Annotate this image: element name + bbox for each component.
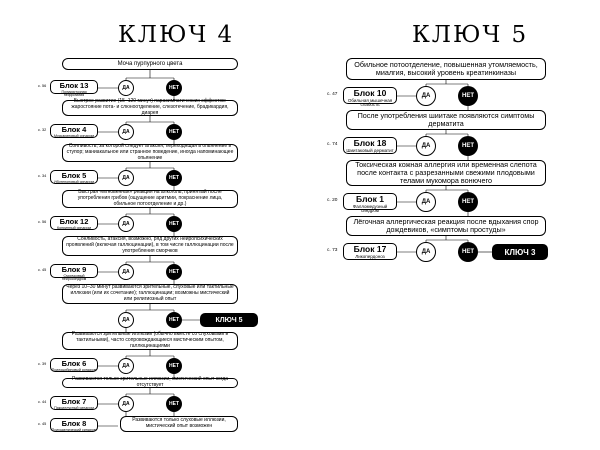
yes-node[interactable]: ДА [118, 264, 134, 280]
step-parasympathetic: Быстрое развитие (15–120 минут) парасимп… [62, 99, 238, 116]
yes-node[interactable]: ДА [118, 80, 134, 96]
block-subtitle: Поликистозная нефропатия [61, 89, 87, 98]
block-title: Блок 5 [61, 171, 87, 180]
step-shiitake-dermatitis: После употребления шиитаке появляются си… [346, 110, 546, 130]
block-subtitle: Ликопердоноз [355, 253, 385, 259]
no-node[interactable]: НЕТ [166, 80, 182, 96]
block-subtitle: Мускариновый синдром [53, 133, 95, 138]
page-ref: с. 74 [327, 142, 338, 147]
no-node[interactable]: НЕТ [166, 312, 182, 328]
no-node[interactable]: НЕТ [166, 124, 182, 140]
block-subtitle: Иботеноновый синдром [54, 179, 94, 184]
no-node[interactable]: НЕТ [166, 396, 182, 412]
page-ref: с. 56 [38, 220, 47, 224]
block-subtitle: Паксиллусный синдром [54, 405, 94, 410]
goto-key-3-button[interactable]: КЛЮЧ 3 [492, 244, 548, 260]
no-node[interactable]: НЕТ [166, 170, 182, 186]
page-ref: с. 56 [38, 84, 47, 88]
block-subtitle: Сморчковый нейросиндром [61, 273, 87, 282]
yes-node[interactable]: ДА [118, 396, 134, 412]
block-subtitle: Психоделический синдром [51, 427, 97, 432]
yes-node[interactable]: ДА [416, 242, 436, 262]
page-ref: с. 20 [327, 198, 338, 203]
yes-node[interactable]: ДА [118, 170, 134, 186]
yes-node[interactable]: ДА [118, 216, 134, 232]
key-5-heading: КЛЮЧ 5 [412, 22, 529, 48]
block-subtitle: Шиитаковый дерматит [346, 147, 394, 153]
page-ref: с. 45 [38, 422, 47, 426]
page-ref: с. 39 [38, 362, 47, 366]
block-title: Блок 8 [61, 419, 87, 428]
block-title: Блок 9 [61, 265, 87, 274]
block-title: Блок 13 [59, 81, 89, 90]
step-purple-urine: Моча пурпурного цвета [62, 58, 238, 70]
no-node[interactable]: НЕТ [458, 242, 478, 262]
yes-node[interactable]: ДА [416, 86, 436, 106]
block-title: Блок 1 [356, 194, 384, 204]
yes-node[interactable]: ДА [416, 136, 436, 156]
no-node[interactable]: НЕТ [458, 86, 478, 106]
block-subtitle: Обильная мышечная слабость [347, 97, 393, 107]
step-toxic-allergy: Токсическая кожная аллергия или временна… [346, 160, 546, 186]
yes-node[interactable]: ДА [118, 358, 134, 374]
page-ref: с. 73 [327, 248, 338, 253]
block-title: Блок 4 [61, 125, 87, 134]
block-title: Блок 12 [59, 217, 89, 226]
step-only-auditory: Развиваются только слуховые иллюзии, мис… [120, 416, 238, 432]
yes-node[interactable]: ДА [118, 124, 134, 140]
page-ref: с. 34 [38, 174, 47, 178]
page-ref: с. 44 [38, 400, 47, 404]
block-title: Блок 6 [61, 359, 87, 368]
no-node[interactable]: НЕТ [166, 216, 182, 232]
no-node[interactable]: НЕТ [458, 136, 478, 156]
block-subtitle: Псилоцибиновый синдром [51, 367, 97, 372]
yes-node[interactable]: ДА [118, 312, 134, 328]
block-title: Блок 17 [353, 244, 387, 254]
block-subtitle: Копринный синдром [57, 225, 91, 230]
no-node[interactable]: НЕТ [166, 358, 182, 374]
step-sweating-myalgia: Обильное потоотделение, повышенная утомл… [346, 58, 546, 80]
yes-node[interactable]: ДА [416, 192, 436, 212]
step-drowsiness-ataxia: Сонливость, за которой следует атаксия, … [62, 144, 238, 162]
step-alcohol-reaction: Быстрая «мгновенная» реакция на алкоголь… [62, 190, 238, 208]
step-only-visual: Развиваются только зрительные иллюзии, м… [62, 376, 238, 388]
block-title: Блок 7 [61, 397, 87, 406]
step-morel-neuro: Сонливость, атаксия, возможно, ряд други… [62, 236, 238, 256]
block-title: Блок 18 [353, 138, 387, 148]
page-ref: с. 47 [327, 92, 338, 97]
step-visual-illusions: Развиваются зрительные иллюзии (обычно в… [62, 332, 238, 350]
goto-key-5-button[interactable]: КЛЮЧ 5 [200, 313, 258, 327]
step-illusions: Через 10–30 минут развиваются зрительные… [62, 284, 238, 304]
no-node[interactable]: НЕТ [458, 192, 478, 212]
step-pulmonary-allergy: Лёгочная аллергическая реакция после вды… [346, 216, 546, 236]
block-title: Блок 10 [353, 88, 387, 98]
page-ref: с. 45 [38, 268, 47, 272]
no-node[interactable]: НЕТ [166, 264, 182, 280]
block-subtitle: Фалломедузный синдром [352, 203, 388, 213]
page-ref: с. 32 [38, 128, 47, 132]
key-4-heading: КЛЮЧ 4 [118, 22, 235, 48]
